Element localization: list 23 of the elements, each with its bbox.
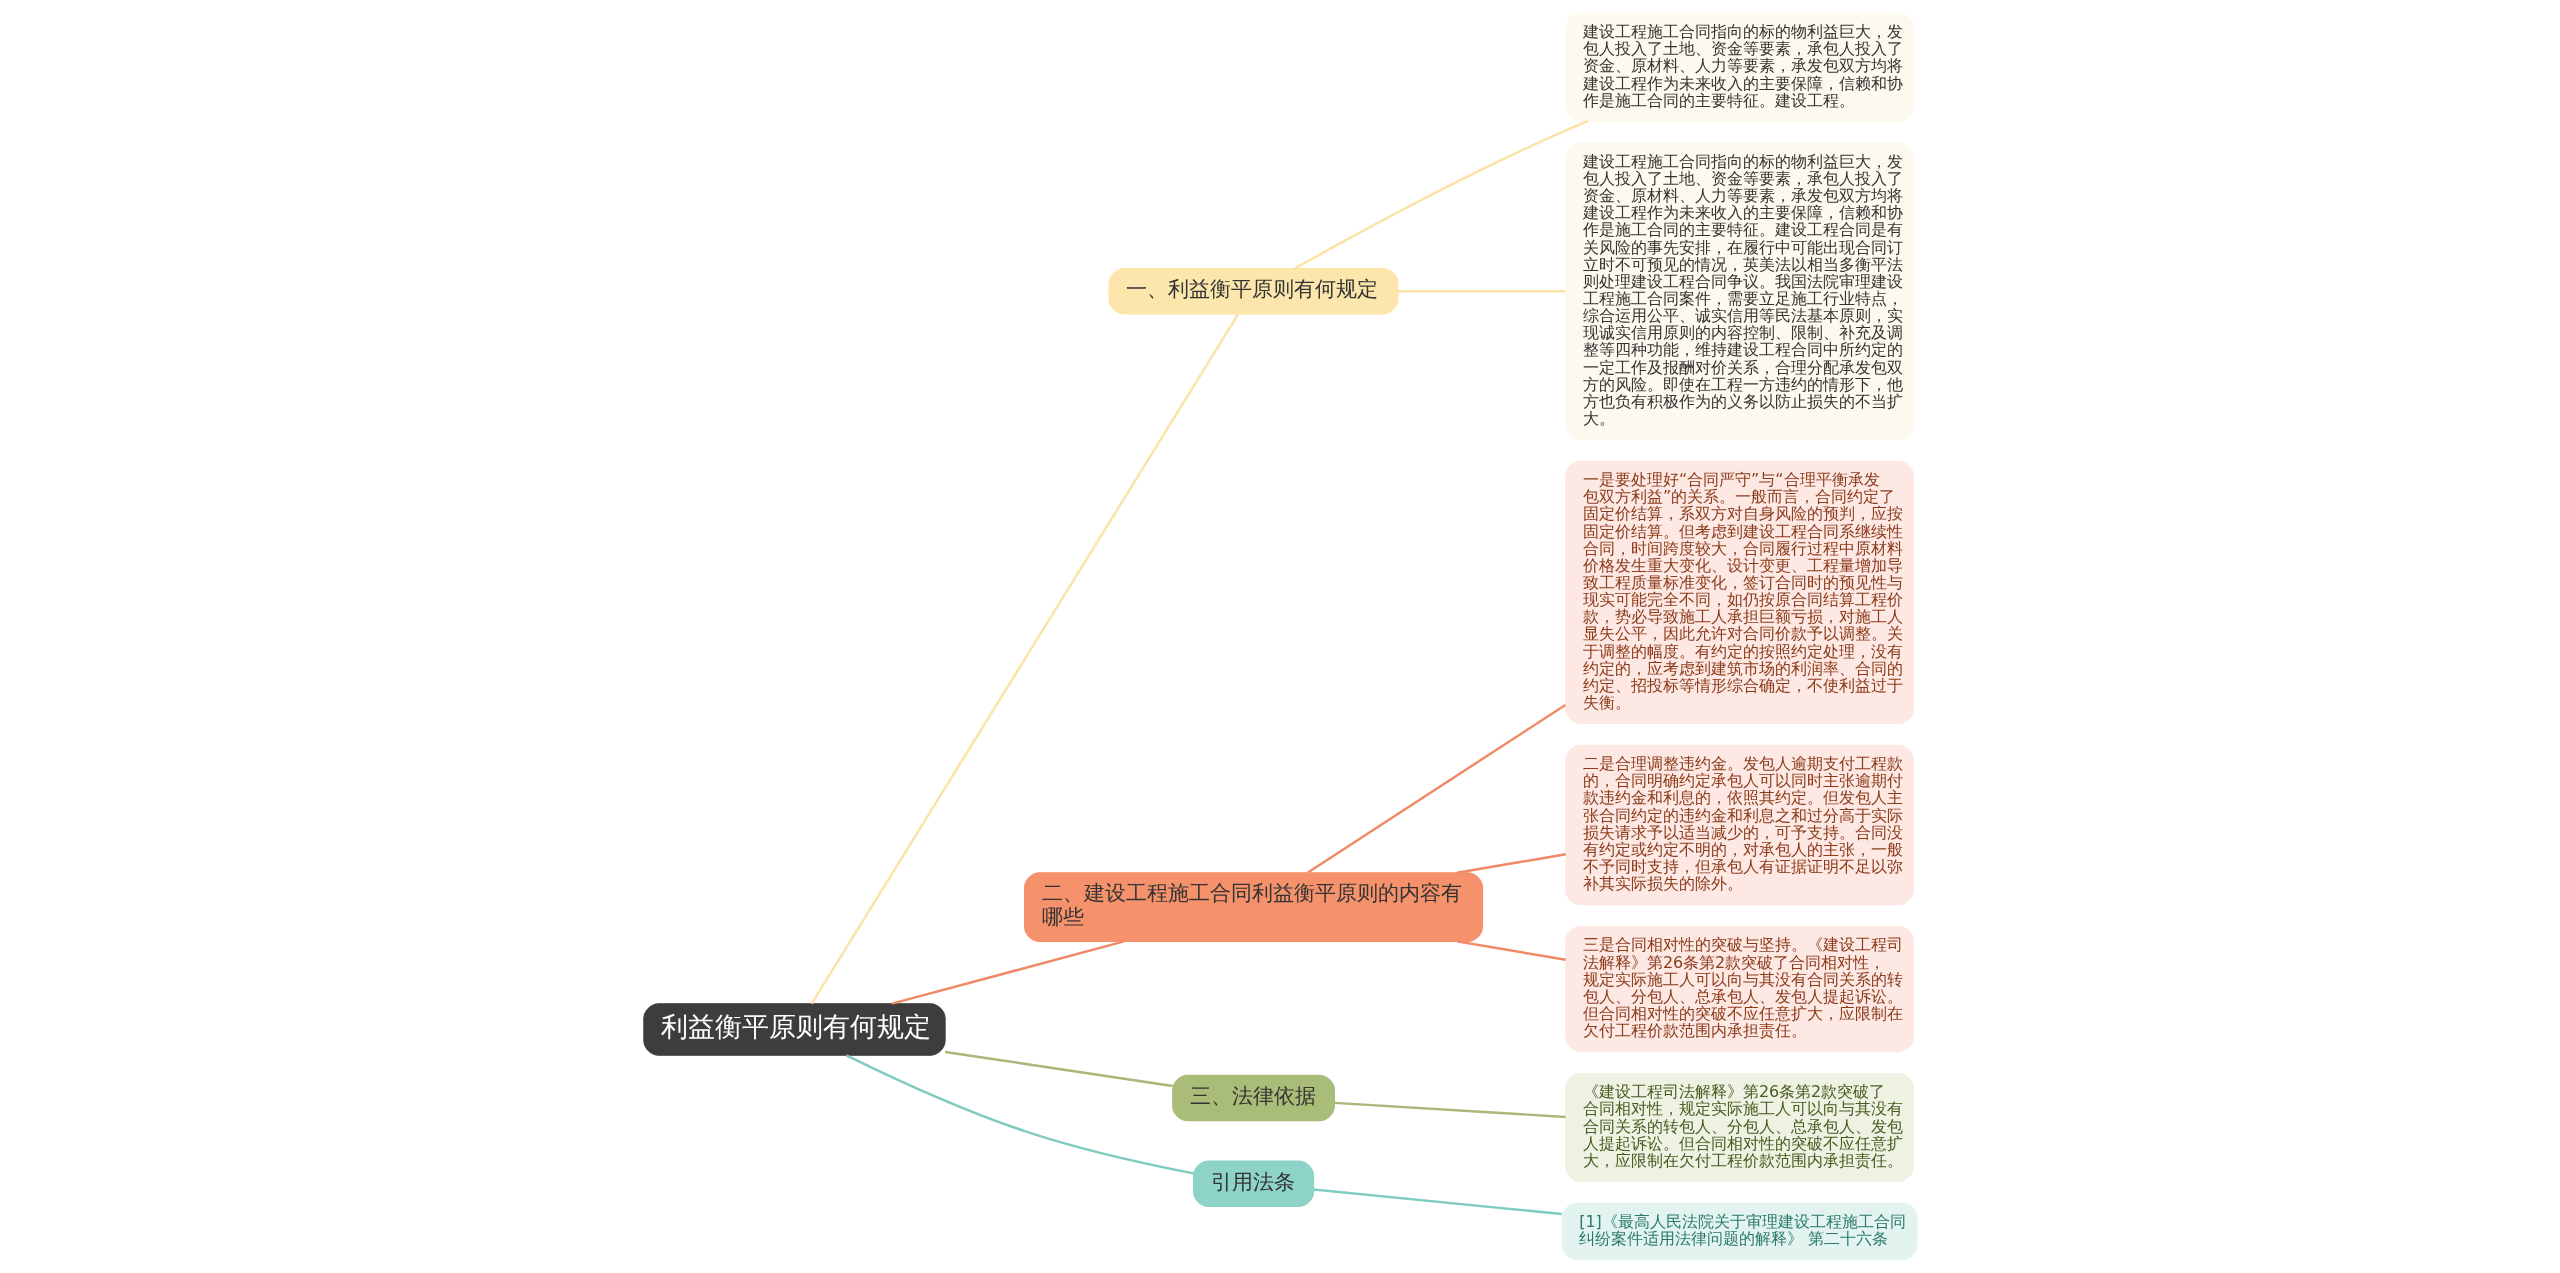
connector [1306,703,1566,874]
connector [1313,1188,1562,1216]
connector [1293,120,1588,270]
node-box: 《建设工程司法解释》第26条第2款突破了合同相对性，规定实际施工人可以向与其没有合同关系的转包人、分包人、总承包人、发包人提起诉讼。但合同相对性的突破不应任意扩大，应限制在欠付工程价款范围内承担责任。 [1564,1072,1914,1182]
node-box: 二、建设工程施工合同利益衡平原则的内容有哪些 [1023,872,1483,942]
node-box: 利益衡平原则有何规定 [642,1003,946,1056]
connector [1456,940,1566,961]
connector [810,313,1239,1005]
node-box: 一是要处理好“合同严守”与“合理平衡承发包双方利益”的关系。一般而言，合同约定了固定价结算，系双方对自身风险的预判，应按固定价结算。但考虑到建设工程合同系继续性合同，时间跨度较大，合同履行过程中原材料价格发生重大变化、设计变更、工程量增加导致工程质量标准变化，签订合同时的预见性与现实可能完全不同，如仍按原合同结算工程价款，势必导致施工人承担巨额亏损，对施工人显失公平，因此允许对合同价款予以调整。关于调整的幅度。有约定的按照约定处理，没有约定的，应考虑到建筑市场的利润率、合同的约定、招投标等情形综合确定，不使利益过于失衡。 [1564,460,1914,725]
connector [1397,290,1565,293]
node-box: 引用法条 [1192,1160,1314,1207]
node-box: 一、利益衡平原则有何规定 [1108,268,1399,315]
node-box: 建设工程施工合同指向的标的物利益巨大，发包人投入了土地、资金等要素，承包人投入了资金、原材料、人力等要素，承发包双方均将建设工程作为未来收入的主要保障，信赖和协作是施工合同的主要特征。建设工程合同是有关风险的事先安排，在履行中可能出现合同订立时不可预见的情况，英美法以相当多衡平法则处理建设工程合同争议。我国法院审理建设工程施工合同案件，需要立足施工行业特点，综合运用公平、诚实信用等民法基本原则，实现诚实信用原则的内容控制、限制、补充及调整等四种功能，维持建设工程合同中所约定的一定工作及报酬对价关系，合理分配承发包双方的风险。即使在工程一方违约的情形下，他方也负有积极作为的义务以防止损失的不当扩大。 [1564,142,1914,440]
connector [845,1054,1194,1175]
node-box: 二是合理调整违约金。发包人逾期支付工程款的，合同明确约定承包人可以同时主张逾期付款违约金和利息的，依照其约定。但发包人主张合同约定的违约金和利息之和过分高于实际损失请求予以适当减少的，可予支持。合同没有约定或约定不明的，对承包人的主张，一般不予同时支持，但承包人有证据证明不足以弥补其实际损失的除外。 [1564,744,1914,906]
connector [1456,853,1566,874]
node-box: 三是合同相对性的突破与坚持。《建设工程司法解释》第26条第2款突破了合同相对性，规定实际施工人可以向与其没有合同关系的转包人、分包人、总承包人、发包人提起诉讼。但合同相对性的突破不应任意扩大，应限制在欠付工程价款范围内承担责任。 [1564,926,1914,1053]
connector [1334,1101,1566,1119]
node-box: 建设工程施工合同指向的标的物利益巨大，发包人投入了土地、资金等要素，承包人投入了资金、原材料、人力等要素，承发包双方均将建设工程作为未来收入的主要保障，信赖和协作是施工合同的主要特征。建设工程。 [1564,12,1914,122]
connector [944,1050,1173,1088]
connector [891,940,1124,1005]
node-box: 三、法律依据 [1171,1074,1335,1122]
node-box: [1]《最高人民法院关于审理建设工程施工合同纠纷案件适用法律问题的解释》 第二十六条 [1560,1202,1918,1261]
